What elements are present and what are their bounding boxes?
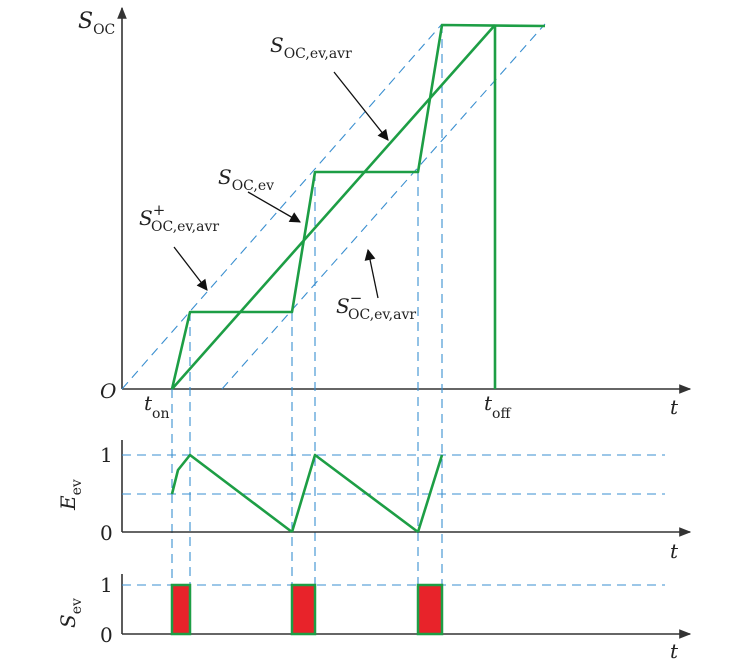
pulse-2 bbox=[290, 583, 317, 636]
s-ev-axis-label: Sev bbox=[56, 598, 85, 628]
average-ramp bbox=[171, 24, 496, 390]
t-on-label: ton bbox=[144, 391, 170, 422]
label-s-oc-ev-avr-plus: S+OC,ev,avr bbox=[139, 201, 219, 235]
origin-label: O bbox=[100, 379, 116, 403]
s-tick-0: 0 bbox=[100, 623, 113, 647]
label-s-oc-ev: SOC,ev bbox=[218, 165, 274, 194]
staircase-curve bbox=[170, 23, 546, 390]
t-axis-label-bot: t bbox=[670, 639, 679, 663]
lower-bound-line bbox=[221, 23, 546, 390]
pointer-minus bbox=[364, 248, 379, 299]
e-ev-axis-label: Eev bbox=[56, 479, 85, 511]
e-tick-0: 0 bbox=[100, 521, 113, 545]
e-ev-seg-2 bbox=[290, 453, 419, 534]
t-axis-label-mid: t bbox=[670, 539, 679, 563]
s-oc-axis-label: SOC bbox=[78, 9, 115, 38]
t-axis-label-top: t bbox=[670, 395, 679, 419]
upper-bound-line bbox=[121, 23, 443, 390]
t-off-label: toff bbox=[484, 391, 511, 422]
s-tick-1: 1 bbox=[100, 573, 113, 597]
pulse-3 bbox=[416, 583, 444, 636]
pointer-plus bbox=[173, 246, 208, 291]
pulse-1 bbox=[170, 583, 192, 636]
e-ev-seg-3 bbox=[416, 454, 444, 533]
pointer-ev bbox=[247, 191, 301, 223]
e-ev-seg-1 bbox=[170, 453, 293, 534]
e-tick-1: 1 bbox=[100, 443, 113, 467]
pointer-avr bbox=[333, 71, 389, 141]
label-s-oc-ev-avr: SOC,ev,avr bbox=[270, 33, 352, 62]
label-s-oc-ev-avr-minus: S−OC,ev,avr bbox=[336, 289, 416, 323]
